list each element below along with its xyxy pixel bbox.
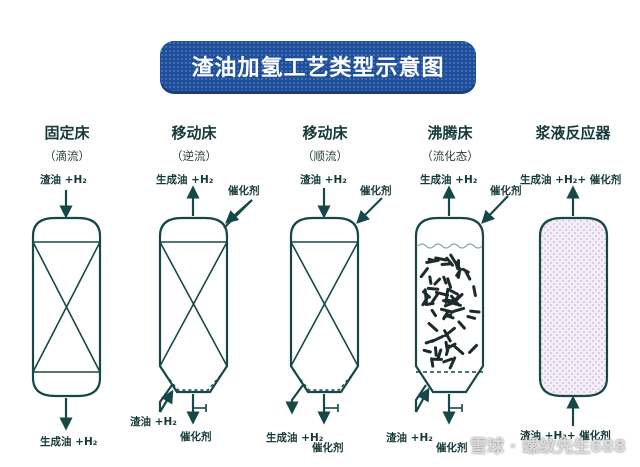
catalyst-particle (430, 292, 439, 305)
catalyst-particle (419, 267, 429, 279)
counter-catalyst-outlet-label: 催化剂 (180, 431, 212, 443)
catalyst-particle (434, 346, 438, 357)
cocurrent-bottom-outlet-label: 生成油 +H₂ (266, 432, 324, 444)
ebullated-catalyst-inlet-label: 催化剂 (490, 185, 522, 197)
catalyst-particle (449, 253, 457, 264)
column-title-moving-bed-co: 移动床 (302, 124, 348, 142)
reactor-moving-bed-cocurrent (285, 188, 383, 425)
catalyst-particle (464, 270, 472, 281)
watermark: 雪球 · 螺纹先生688 (470, 437, 626, 457)
reactor-fixed-bed (31, 190, 102, 431)
catalyst-particle (423, 288, 428, 304)
slurry-bottom-inlet-label: 渣油 +H₂+ 催化剂 (520, 430, 611, 442)
catalyst-particle (433, 277, 442, 286)
counter-catalyst-inlet-label: 催化剂 (228, 185, 260, 197)
cocurrent-catalyst-outlet-label: 催化剂 (312, 442, 344, 454)
catalyst-particle (428, 275, 433, 285)
ebullated-top-outlet-label: 生成油 +H₂ (420, 174, 478, 186)
column-title-fixed-bed: 固定床 (44, 124, 90, 142)
catalyst-particle (424, 339, 435, 345)
catalyst-particle (434, 256, 448, 262)
catalyst-particle (427, 322, 439, 332)
catalyst-particle (452, 306, 466, 313)
catalyst-particle (440, 262, 453, 266)
catalyst-particle (442, 275, 448, 285)
catalyst-particle (443, 326, 456, 337)
fixed-bed-bottom-outlet-label: 生成油 +H₂ (40, 436, 98, 448)
catalyst-particle (446, 277, 453, 289)
column-title-ebullated-bed: 沸腾床 (427, 124, 473, 142)
column-subtitle-moving-bed-counter: （逆流） (171, 149, 217, 163)
title-banner: 渣油加氢工艺类型示意图 (160, 41, 476, 91)
catalyst-particle (442, 357, 454, 364)
catalyst-particle (454, 260, 460, 270)
catalyst-particle (430, 357, 435, 368)
catalyst-particle (457, 320, 466, 330)
catalyst-particle (426, 286, 440, 291)
slurry-top-outlet-label: 生成油 +H₂+ 催化剂 (520, 174, 622, 186)
catalyst-particle (466, 315, 477, 320)
catalyst-particle (443, 313, 453, 319)
column-title-slurry-reactor: 浆液反应器 (535, 124, 611, 142)
catalyst-particle (453, 344, 465, 355)
reactor-moving-bed-countercurrent (158, 185, 253, 425)
counter-bottom-inlet-label: 渣油 +H₂ (130, 416, 177, 428)
catalyst-particle (436, 348, 443, 360)
ebullated-bottom-inlet-label: 渣油 +H₂ (386, 432, 433, 444)
reactor-ebullated-bed (414, 185, 509, 425)
catalyst-particle (443, 300, 457, 308)
cocurrent-top-inlet-label: 渣油 +H₂ (300, 174, 347, 186)
catalyst-particle (440, 307, 454, 314)
reactor-slurry (538, 185, 609, 426)
catalyst-particle (446, 287, 459, 296)
catalyst-particle (447, 342, 457, 349)
catalyst-particle (472, 285, 477, 297)
catalyst-particle (455, 268, 462, 278)
column-subtitle-fixed-bed: （滴流） (44, 149, 90, 163)
catalyst-particle (468, 343, 478, 354)
catalyst-particle (469, 309, 481, 314)
column-subtitle-ebullated-bed: （流化态） (421, 149, 479, 163)
cocurrent-catalyst-inlet-label: 催化剂 (360, 185, 392, 197)
catalyst-particle (452, 293, 464, 304)
column-title-moving-bed-counter: 移动床 (171, 124, 217, 142)
catalyst-particle (422, 348, 432, 354)
column-subtitle-moving-bed-co: （顺流） (302, 149, 348, 163)
ebullated-catalyst-outlet-label: 催化剂 (436, 442, 468, 454)
catalyst-particle (430, 308, 437, 318)
catalyst-particle (427, 257, 437, 263)
counter-top-outlet-label: 生成油 +H₂ (156, 174, 214, 186)
catalyst-particle (448, 356, 457, 370)
fixed-bed-top-inlet-label: 渣油 +H₂ (40, 174, 87, 186)
